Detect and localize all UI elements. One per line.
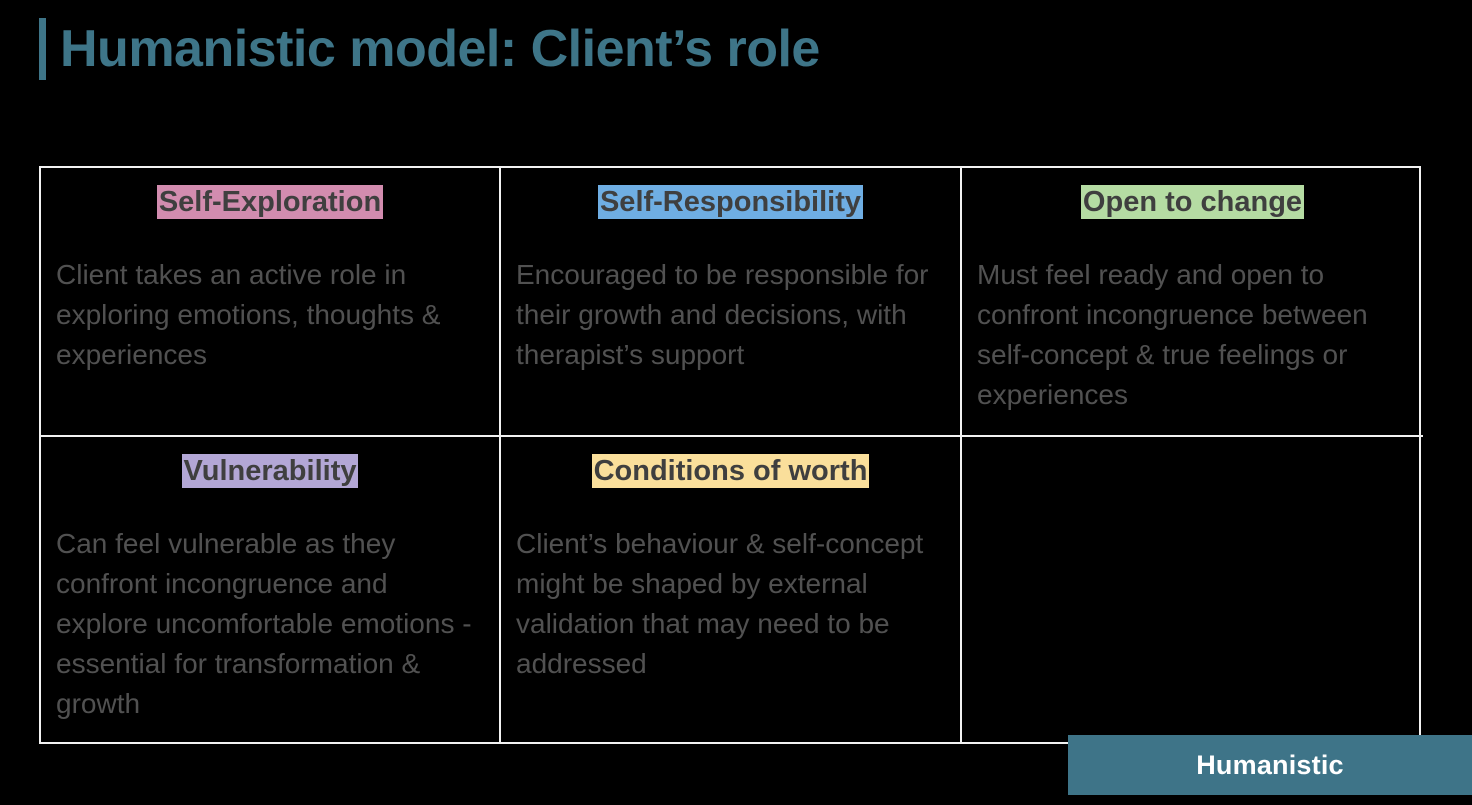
- cell-body: Must feel ready and open to confront inc…: [977, 259, 1368, 411]
- status-badge: Humanistic: [1068, 735, 1472, 795]
- cell-heading: Self-Responsibility: [597, 185, 864, 219]
- content-table: Self-Exploration Client takes an active …: [39, 166, 1423, 744]
- table-cell-empty: [962, 437, 1423, 744]
- page-title: Humanistic model: Client’s role: [39, 18, 820, 80]
- cell-body: Client’s behaviour & self-concept might …: [516, 528, 924, 680]
- table-cell-open-to-change: Open to change Must feel ready and open …: [962, 168, 1423, 437]
- cell-heading: Vulnerability: [181, 454, 359, 488]
- table-cell-conditions-of-worth: Conditions of worth Client’s behaviour &…: [501, 437, 962, 744]
- cell-body: Encouraged to be responsible for their g…: [516, 259, 929, 371]
- cell-heading-wrap: Self-Responsibility: [515, 182, 946, 223]
- cell-heading-wrap: Vulnerability: [55, 451, 485, 492]
- cell-heading: Open to change: [1080, 185, 1305, 219]
- cell-heading-wrap: Self-Exploration: [55, 182, 485, 223]
- cell-heading-wrap: [976, 451, 1409, 492]
- cell-body: Client takes an active role in exploring…: [56, 259, 441, 371]
- cell-heading-wrap: Open to change: [976, 182, 1409, 223]
- table-cell-self-exploration: Self-Exploration Client takes an active …: [41, 168, 501, 437]
- cell-heading: [1191, 454, 1195, 488]
- cell-heading-wrap: Conditions of worth: [515, 451, 946, 492]
- cell-heading: Conditions of worth: [591, 454, 870, 488]
- cell-heading: Self-Exploration: [156, 185, 384, 219]
- cell-body: Can feel vulnerable as they confront inc…: [56, 528, 472, 720]
- status-badge-label: Humanistic: [1196, 749, 1344, 780]
- title-accent-bar: [39, 18, 46, 80]
- table-cell-vulnerability: Vulnerability Can feel vulnerable as the…: [41, 437, 501, 744]
- title-text: Humanistic model: Client’s role: [60, 19, 820, 78]
- table-cell-self-responsibility: Self-Responsibility Encouraged to be res…: [501, 168, 962, 437]
